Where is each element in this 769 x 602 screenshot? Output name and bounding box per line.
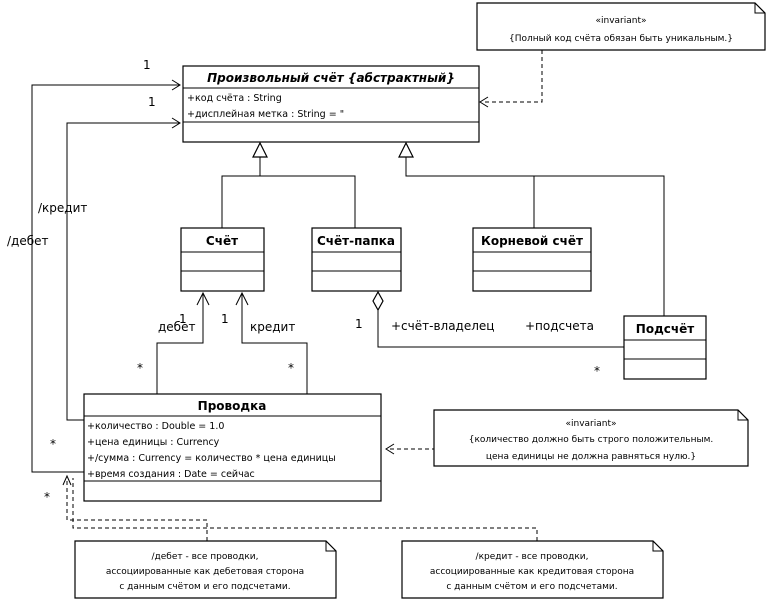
note-text: «invariant» [565, 419, 616, 429]
note-text: с данным счётом и его подсчетами. [446, 582, 617, 592]
note-text: {количество должно быть строго положител… [469, 435, 713, 445]
multiplicity-label: 1 [355, 317, 363, 331]
multiplicity-label: 1 [143, 58, 151, 72]
multiplicity-label: 1 [179, 312, 187, 326]
generalization-line-left [221, 157, 356, 228]
posting-attr: +/сумма : Currency = количество * цена е… [87, 453, 336, 464]
posting-attr: +количество : Double = 1.0 [87, 421, 224, 432]
note-invariant-top: «invariant» {Полный код счёта обязан быт… [476, 2, 766, 51]
note-text: с данным счётом и его подсчетами. [119, 582, 290, 592]
account-title: Счёт [206, 234, 238, 248]
abstract-account-attr: +дисплейная метка : String = " [187, 109, 344, 120]
note-link-debit [66, 478, 208, 541]
abstract-account-attr: +код счёта : String [187, 93, 282, 104]
debit-association-line [156, 293, 204, 394]
note-link-debit-arrow [62, 474, 72, 486]
class-abstract-account: Произвольный счёт {абстрактный} +код счё… [182, 65, 480, 143]
note-link-top [482, 50, 543, 103]
debet-derived-line [31, 84, 180, 473]
credit-derived-arrow [171, 117, 181, 129]
composition-line [377, 310, 624, 348]
class-account: Счёт [180, 227, 265, 292]
role-label-debit-end: дебет [158, 320, 195, 334]
composition-diamond [372, 290, 384, 312]
credit-association-line [241, 293, 308, 394]
note-invariant-right: «invariant» {количество должно быть стро… [433, 409, 749, 467]
note-text: цена единицы не должна равняться нулю.} [486, 452, 696, 462]
multiplicity-label: * [288, 361, 294, 375]
root-account-title: Корневой счёт [481, 234, 583, 248]
multiplicity-label: * [44, 490, 50, 504]
note-text: «invariant» [595, 16, 646, 26]
note-text: ассоциированные как кредитовая сторона [430, 567, 634, 577]
posting-title: Проводка [198, 399, 267, 413]
generalization-arrow-left [252, 141, 268, 158]
multiplicity-label: 1 [221, 312, 229, 326]
folder-account-title: Счёт-папка [317, 234, 395, 248]
subaccount-title: Подсчёт [636, 322, 694, 336]
debit-association-arrow [196, 291, 210, 306]
multiplicity-label: * [137, 361, 143, 375]
note-text: ассоциированные как дебетовая сторона [106, 567, 304, 577]
note-link-top-arrow [479, 96, 489, 108]
role-label-owner: +счёт-владелец [391, 319, 494, 333]
note-text: /дебет - все проводки, [151, 552, 258, 562]
role-label-credit: /кредит [38, 201, 87, 215]
note-text: /кредит - все проводки, [476, 552, 589, 562]
generalization-arrow-right [398, 141, 414, 158]
note-link-right-arrow [385, 443, 395, 455]
note-text: {Полный код счёта обязан быть уникальным… [509, 34, 733, 44]
abstract-account-title: Произвольный счёт {абстрактный} [207, 71, 455, 85]
multiplicity-label: * [50, 437, 56, 451]
role-label-debit: /дебет [7, 234, 49, 248]
class-subaccount: Подсчёт [623, 315, 707, 380]
role-label-credit-end: кредит [250, 320, 295, 334]
note-link-credit [72, 478, 538, 541]
posting-attr: +цена единицы : Currency [87, 437, 220, 448]
generalization-line-right [405, 157, 665, 316]
multiplicity-label: 1 [148, 95, 156, 109]
debet-derived-arrow [171, 79, 181, 91]
note-credit: /кредит - все проводки, ассоциированные … [401, 540, 664, 599]
credit-derived-line [66, 122, 180, 421]
credit-association-arrow [235, 291, 249, 306]
class-folder-account: Счёт-папка [311, 227, 402, 292]
class-posting: Проводка +количество : Double = 1.0 +цен… [83, 393, 382, 502]
multiplicity-label: * [594, 364, 600, 378]
class-root-account: Корневой счёт [472, 227, 592, 292]
note-debit: /дебет - все проводки, ассоциированные к… [74, 540, 337, 599]
posting-attr: +время создания : Date = сейчас [87, 469, 255, 480]
role-label-subaccounts: +подсчета [525, 319, 594, 333]
